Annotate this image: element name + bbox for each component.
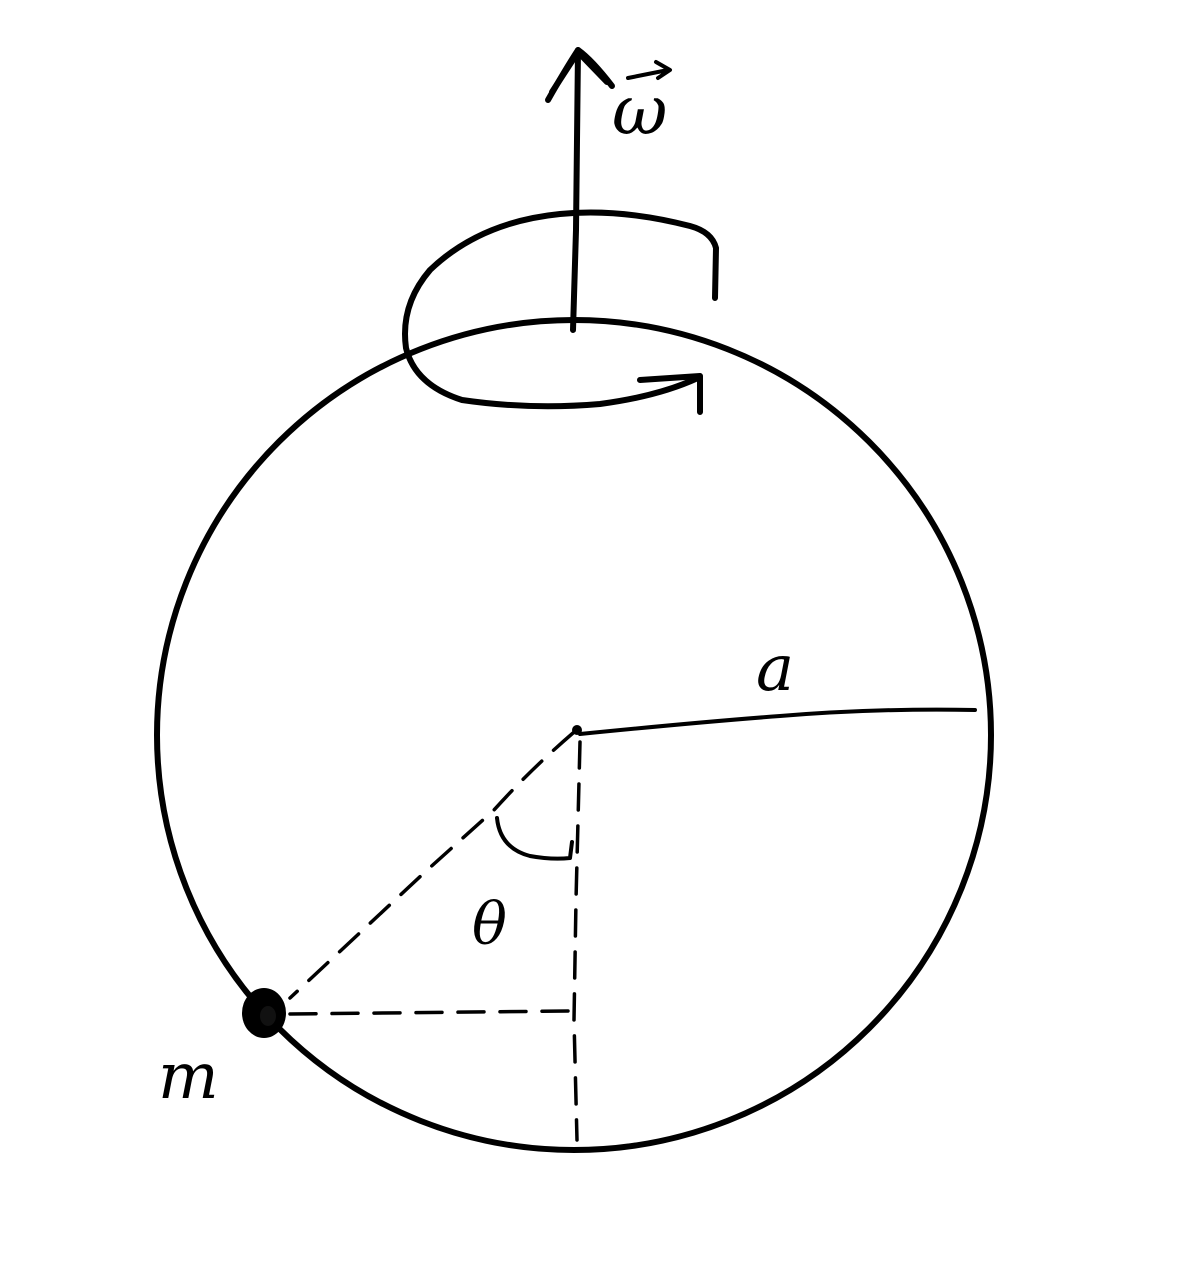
dashed-construction-lines [288,731,582,1142]
mass-label: m [158,1040,219,1114]
horizontal-dashed-line [288,1009,570,1016]
vertical-dashed-line [572,740,582,1142]
omega-symbol: ω [612,72,667,151]
omega-label: ω [612,60,672,151]
angle-arc [495,816,574,861]
radius-line [578,707,977,736]
omega-vector-arrow-icon [626,60,672,80]
radius-label: a [756,632,794,706]
bead-mass [242,988,286,1038]
radial-dashed-line [288,731,575,1000]
rotation-direction-arrow [402,209,719,415]
angle-label: θ [472,890,507,958]
rotation-axis-arrow [545,47,615,333]
